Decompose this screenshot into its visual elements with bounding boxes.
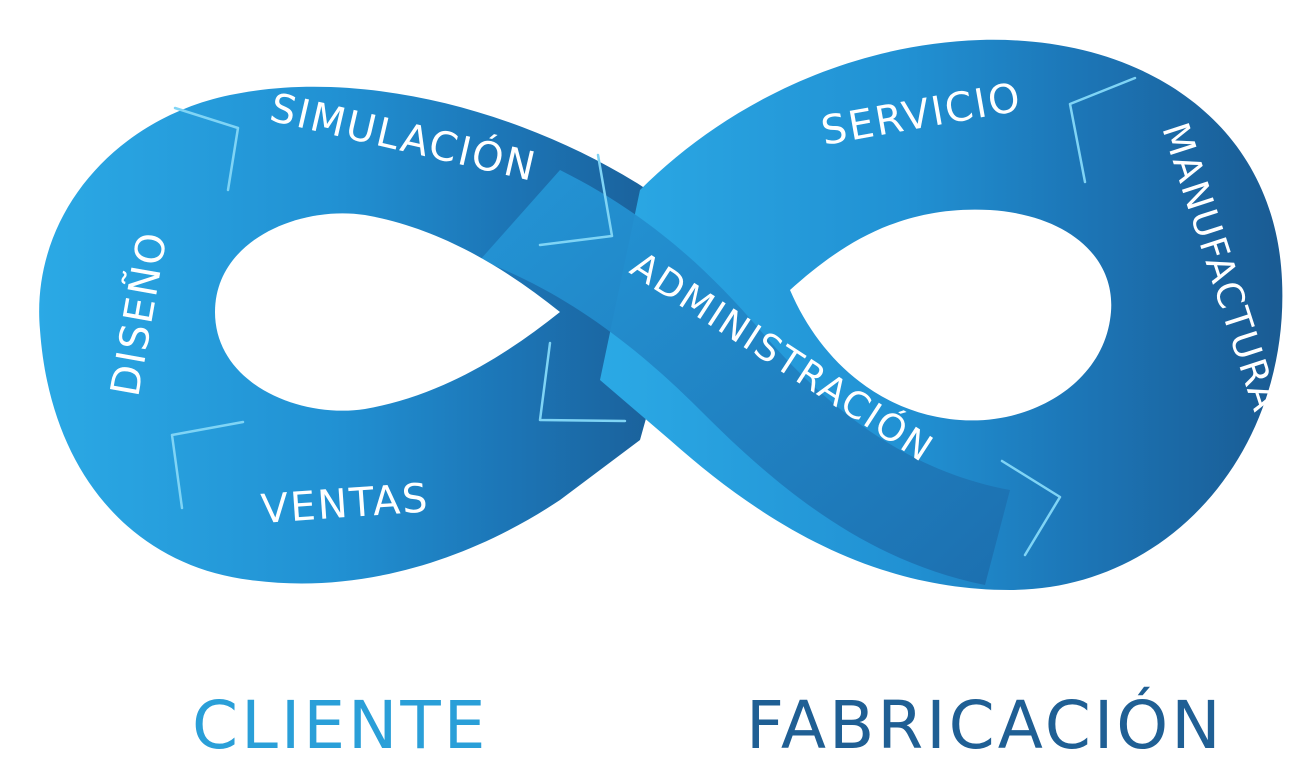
flow-arrows <box>170 76 1137 557</box>
fabricacion-label: FABRICACIÓN <box>746 687 1224 764</box>
arrow-icon-administracion-manufactura <box>1000 459 1062 557</box>
arrow-icon-administracion-ventas <box>538 341 627 423</box>
cliente-label: CLIENTE <box>192 687 489 764</box>
arrow-icon-ventas-diseno <box>170 420 245 510</box>
arrow-icon-servicio-manufactura <box>1068 76 1137 184</box>
infinity-band <box>39 39 1283 591</box>
arrow-icon-diseno-simulacion <box>173 106 240 192</box>
crossing-band <box>480 170 1010 585</box>
arrow-icon-simulacion-administracion <box>538 153 614 247</box>
